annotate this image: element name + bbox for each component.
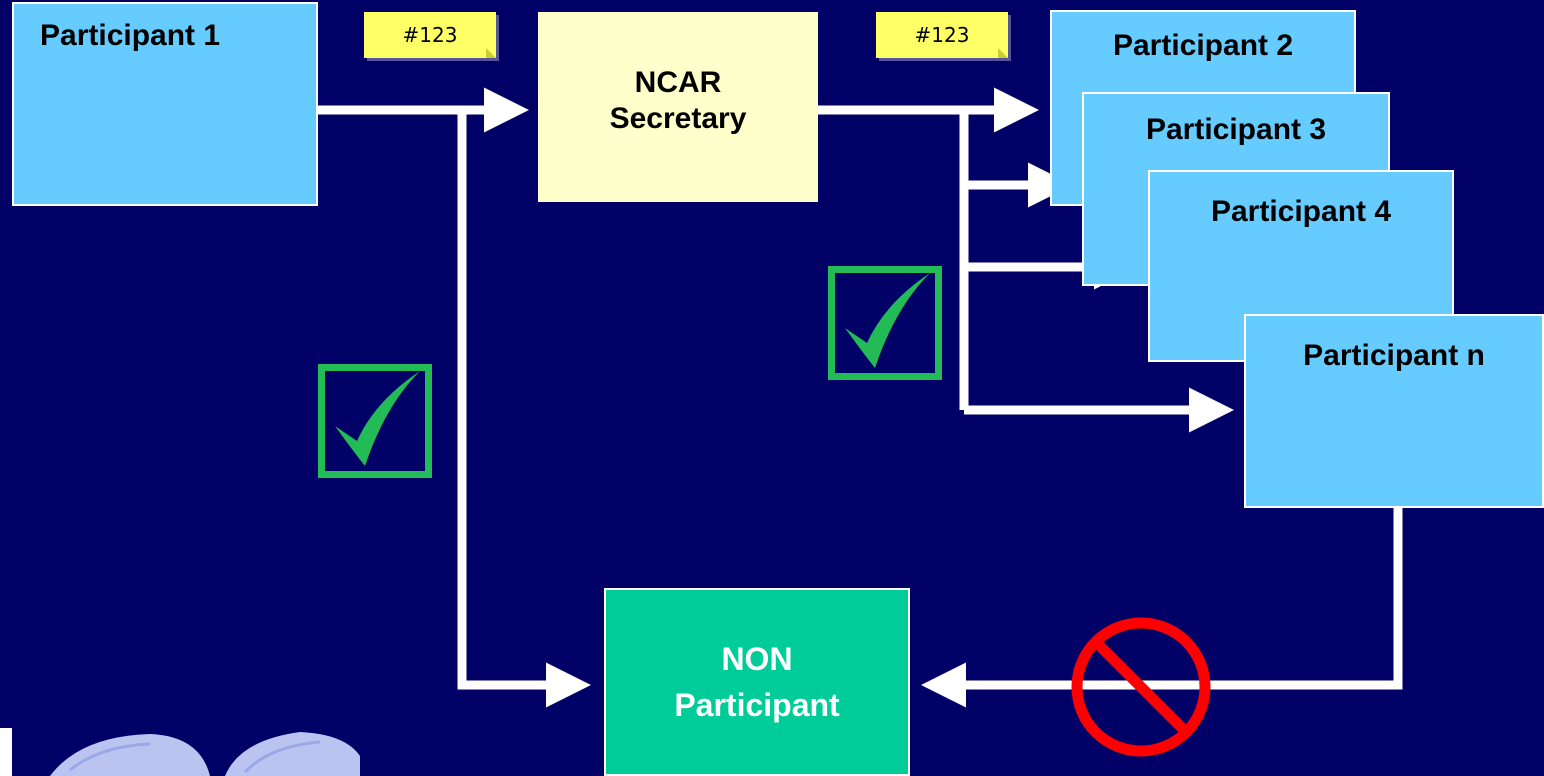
participant-1-box: Participant 1 bbox=[12, 2, 318, 206]
participant-3-label: Participant 3 bbox=[1145, 113, 1327, 146]
arrow-pn-to-nonparticipant bbox=[921, 507, 1403, 708]
globe-logo bbox=[0, 726, 360, 776]
note-fold-icon bbox=[486, 48, 496, 58]
ncar-secretary-box: NCAR Secretary bbox=[538, 12, 818, 202]
note-left: #123 bbox=[364, 12, 496, 58]
note-left-label: #123 bbox=[402, 23, 458, 47]
prohibited-icon bbox=[1071, 617, 1211, 757]
ncar-secretary-label: NCAR Secretary bbox=[609, 66, 747, 135]
participant-1-label: Participant 1 bbox=[40, 19, 221, 52]
non-participant-box: NON Participant bbox=[604, 588, 910, 776]
non-participant-label: NON Participant bbox=[674, 641, 840, 723]
arrow-p1-to-nonparticipant bbox=[457, 110, 591, 708]
participant-n-box: Participant n bbox=[1244, 314, 1544, 508]
participant-2-label: Participant 2 bbox=[1112, 29, 1294, 62]
participant-4-label: Participant 4 bbox=[1210, 195, 1392, 228]
participant-n-label: Participant n bbox=[1303, 339, 1485, 372]
note-right-label: #123 bbox=[914, 23, 970, 47]
note-fold-icon bbox=[998, 48, 1008, 58]
note-right: #123 bbox=[876, 12, 1008, 58]
check-icon bbox=[828, 266, 942, 380]
check-icon bbox=[318, 364, 432, 478]
